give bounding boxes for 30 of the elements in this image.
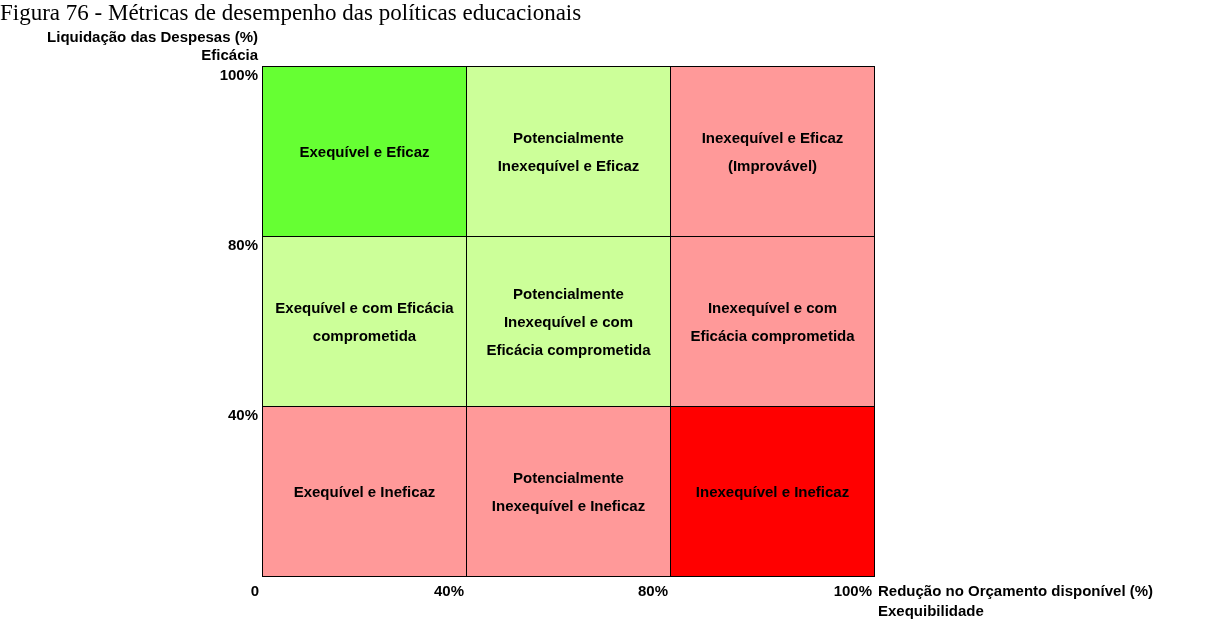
cell-text: Potencialmente Inexequível e com Eficácia comprometida [485,283,652,360]
cell-text: Potencialmente Inexequível e Eficaz [496,127,641,176]
cell-text: Exequível e com Eficácia comprometida [274,297,455,346]
matrix-cell [262,406,467,577]
matrix-cell [466,236,671,407]
cell-text: Exequível e Eficaz [299,141,430,162]
matrix-cell [262,236,467,407]
axis-title: Liquidação das Despesas (%) [46,28,258,46]
cell-text: Inexequível e Eficaz (Improvável) [700,127,845,176]
tick-label: 40% [226,406,258,424]
tick-label: 80% [226,236,258,254]
matrix-cell [670,236,875,407]
cell-text: Inexequível e Ineficaz [695,481,850,502]
tick-label: 100% [832,582,872,600]
matrix-cell [670,66,875,237]
axis-title: Eficácia [200,46,258,64]
matrix-cell [670,406,875,577]
axis-title: Exequibilidade [878,602,985,620]
matrix-cell [466,66,671,237]
figure-title: Figura 76 - Métricas de desempenho das políticas educacionais [0,0,582,26]
axis-title: Redução no Orçamento disponível (%) [878,582,1155,600]
cell-text: Potencialmente Inexequível e Ineficaz [490,467,647,516]
cell-text: Exequível e Ineficaz [293,481,436,502]
matrix-cell [466,406,671,577]
tick-label: 100% [218,66,258,84]
cell-text: Inexequível e com Eficácia comprometida [689,297,856,346]
matrix-cell [262,66,467,237]
tick-label: 80% [636,582,668,600]
tick-label: 40% [432,582,464,600]
tick-label: 0 [249,582,261,600]
